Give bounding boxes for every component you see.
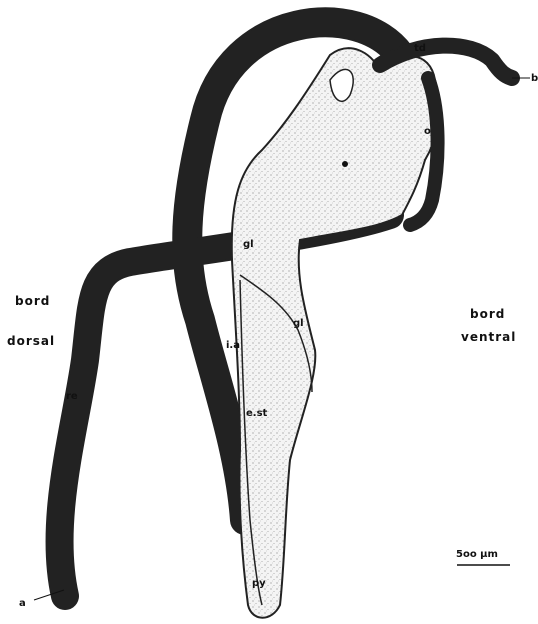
label-ia: i.a <box>226 340 240 351</box>
ventral-label-line1: bord <box>470 307 505 321</box>
ventral-label-line2: ventral <box>461 330 516 344</box>
label-b: b <box>531 73 538 84</box>
label-td: td <box>414 43 426 54</box>
nucleus-dot <box>342 161 348 167</box>
label-re: re <box>66 391 78 402</box>
label-py: py <box>252 578 266 589</box>
dorsal-label-line1: bord <box>15 294 50 308</box>
dorsal-label-line2: dorsal <box>7 334 55 348</box>
label-o: o <box>424 126 431 137</box>
scale-bar-label: 5oo μm <box>456 549 498 560</box>
stomach-body <box>232 48 439 618</box>
label-est: e.st <box>246 408 268 419</box>
label-a: a <box>19 598 26 609</box>
label-gl-upper: gl <box>243 239 254 250</box>
label-gl-lower: gl <box>293 318 304 329</box>
